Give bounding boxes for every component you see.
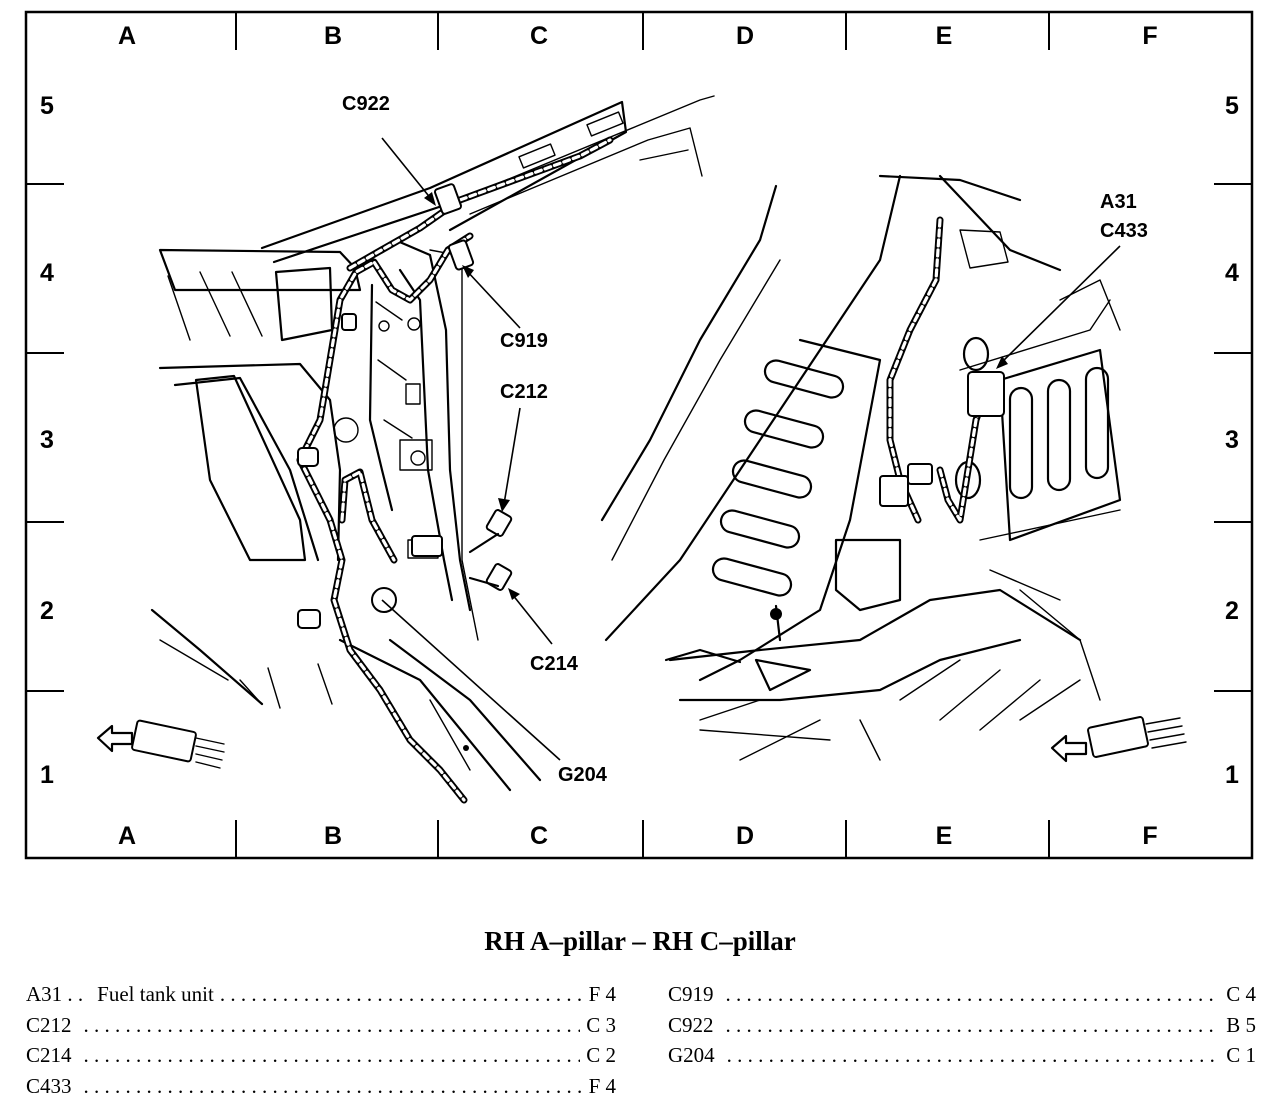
legend-dot-leader [220, 982, 583, 1007]
col-label-top-e: E [936, 22, 953, 50]
col-label-top-d: D [736, 22, 754, 50]
legend-code: C433 [26, 1073, 72, 1098]
row-label-right-2: 2 [1225, 597, 1239, 625]
diagram-caption: RH A–pillar – RH C–pillar [484, 926, 796, 956]
col-label-bottom-b: B [324, 822, 342, 850]
legend-row: C922 B 5 [668, 1013, 1256, 1044]
callout-c433: C433 [1100, 220, 1148, 242]
col-label-bottom-a: A [118, 822, 136, 850]
legend-code: C214 [26, 1043, 72, 1067]
legend-row: C212 C 3 [26, 1013, 616, 1044]
row-label-right-5: 5 [1225, 92, 1239, 120]
legend-code: C919 [668, 982, 714, 1006]
col-label-bottom-f: F [1142, 822, 1157, 850]
legend-location: F 4 [588, 1073, 616, 1098]
legend-location: F 4 [588, 982, 616, 1006]
row-label-left-4: 4 [40, 259, 54, 287]
callout-c212: C212 [500, 381, 548, 403]
legend-dot-leader [84, 1043, 581, 1068]
legend-dot-leader [726, 1013, 1221, 1038]
legend-code: C922 [668, 1012, 714, 1037]
col-label-bottom-d: D [736, 822, 754, 850]
forward-arrow-left-icon [96, 719, 225, 769]
legend-dot-leader [727, 1043, 1221, 1068]
a-pillar-drawing [150, 95, 715, 804]
legend-location: B 5 [1226, 1012, 1256, 1037]
legend-left-column: A31 . . Fuel tank unit F 4 C212 C 3 C214… [26, 982, 616, 1104]
diagram-border [24, 10, 1254, 860]
col-label-bottom-e: E [936, 822, 953, 850]
legend-row: C214 C 2 [26, 1043, 616, 1074]
legend-row: G204 C 1 [668, 1043, 1256, 1074]
legend-location: C 4 [1226, 982, 1256, 1006]
legend-right-column: C919 C 4 C922 B 5 G204 C 1 [668, 982, 1256, 1074]
row-label-left-5: 5 [40, 92, 54, 120]
callout-leaders [381, 137, 1121, 761]
col-label-top-a: A [118, 22, 136, 50]
col-label-top-f: F [1142, 22, 1157, 50]
legend-code: A31 . . [26, 982, 84, 1006]
col-label-bottom-c: C [530, 822, 548, 850]
legend-code: C212 [26, 1012, 72, 1037]
row-label-left-1: 1 [40, 761, 54, 789]
legend-row: C433 F 4 [26, 1074, 616, 1105]
col-label-top-c: C [530, 22, 548, 50]
legend-description: Fuel tank unit [97, 982, 214, 1006]
callout-c919: C919 [500, 330, 548, 352]
callout-c922: C922 [342, 93, 390, 115]
legend-row: C919 C 4 [668, 982, 1256, 1013]
legend-dot-leader [726, 982, 1221, 1007]
legend-row: A31 . . Fuel tank unit F 4 [26, 982, 616, 1013]
legend-dot-leader [84, 1074, 583, 1099]
wiring-locator-diagram: A B C D E F A B C D E F 5 4 3 2 1 5 4 3 … [24, 10, 1254, 860]
row-label-left-2: 2 [40, 597, 54, 625]
col-label-top-b: B [324, 22, 342, 50]
legend-location: C 3 [586, 1012, 616, 1037]
legend-code: G204 [668, 1043, 715, 1067]
forward-arrow-right-icon [1050, 716, 1187, 763]
row-label-right-1: 1 [1225, 761, 1239, 789]
callout-a31: A31 [1100, 191, 1137, 213]
callout-c214: C214 [530, 653, 579, 675]
legend-dot-leader [84, 1013, 581, 1038]
row-label-right-4: 4 [1225, 259, 1239, 287]
c-pillar-drawing [600, 174, 1122, 761]
legend-location: C 2 [586, 1043, 616, 1067]
row-label-left-3: 3 [40, 426, 54, 454]
legend-location: C 1 [1226, 1043, 1256, 1067]
row-label-right-3: 3 [1225, 426, 1239, 454]
grid-ticks [26, 12, 1252, 858]
callout-g204: G204 [558, 764, 608, 786]
